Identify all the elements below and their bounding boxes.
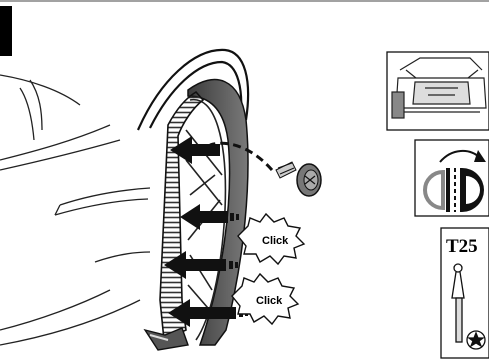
car-body-outline xyxy=(0,74,151,346)
click-label-lower: Click xyxy=(256,295,283,307)
click-callout-upper: Click xyxy=(237,212,306,266)
insertion-arrows xyxy=(164,136,274,327)
arrow-middle-lower xyxy=(164,251,226,279)
arrow-bottom xyxy=(168,299,236,327)
dashed-path-to-clip xyxy=(209,141,274,171)
panel-vehicle-rear xyxy=(386,51,489,131)
torx-screwdriver-icon xyxy=(451,263,486,350)
click-callout-lower: Click xyxy=(231,272,300,326)
tool-label: T25 xyxy=(446,236,478,257)
corner-mark xyxy=(0,6,12,56)
rotate-clockwise-icon xyxy=(423,150,486,212)
push-clip xyxy=(275,161,322,197)
wheel-arch-liner xyxy=(143,90,205,351)
arrow-top xyxy=(170,136,220,164)
panel-rotation xyxy=(414,139,489,217)
fender-outline xyxy=(136,48,250,131)
panel-tool: T25 xyxy=(440,227,489,359)
click-label-upper: Click xyxy=(262,235,289,247)
car-trunk-open-icon xyxy=(391,57,487,119)
arrow-middle-upper xyxy=(180,204,228,230)
